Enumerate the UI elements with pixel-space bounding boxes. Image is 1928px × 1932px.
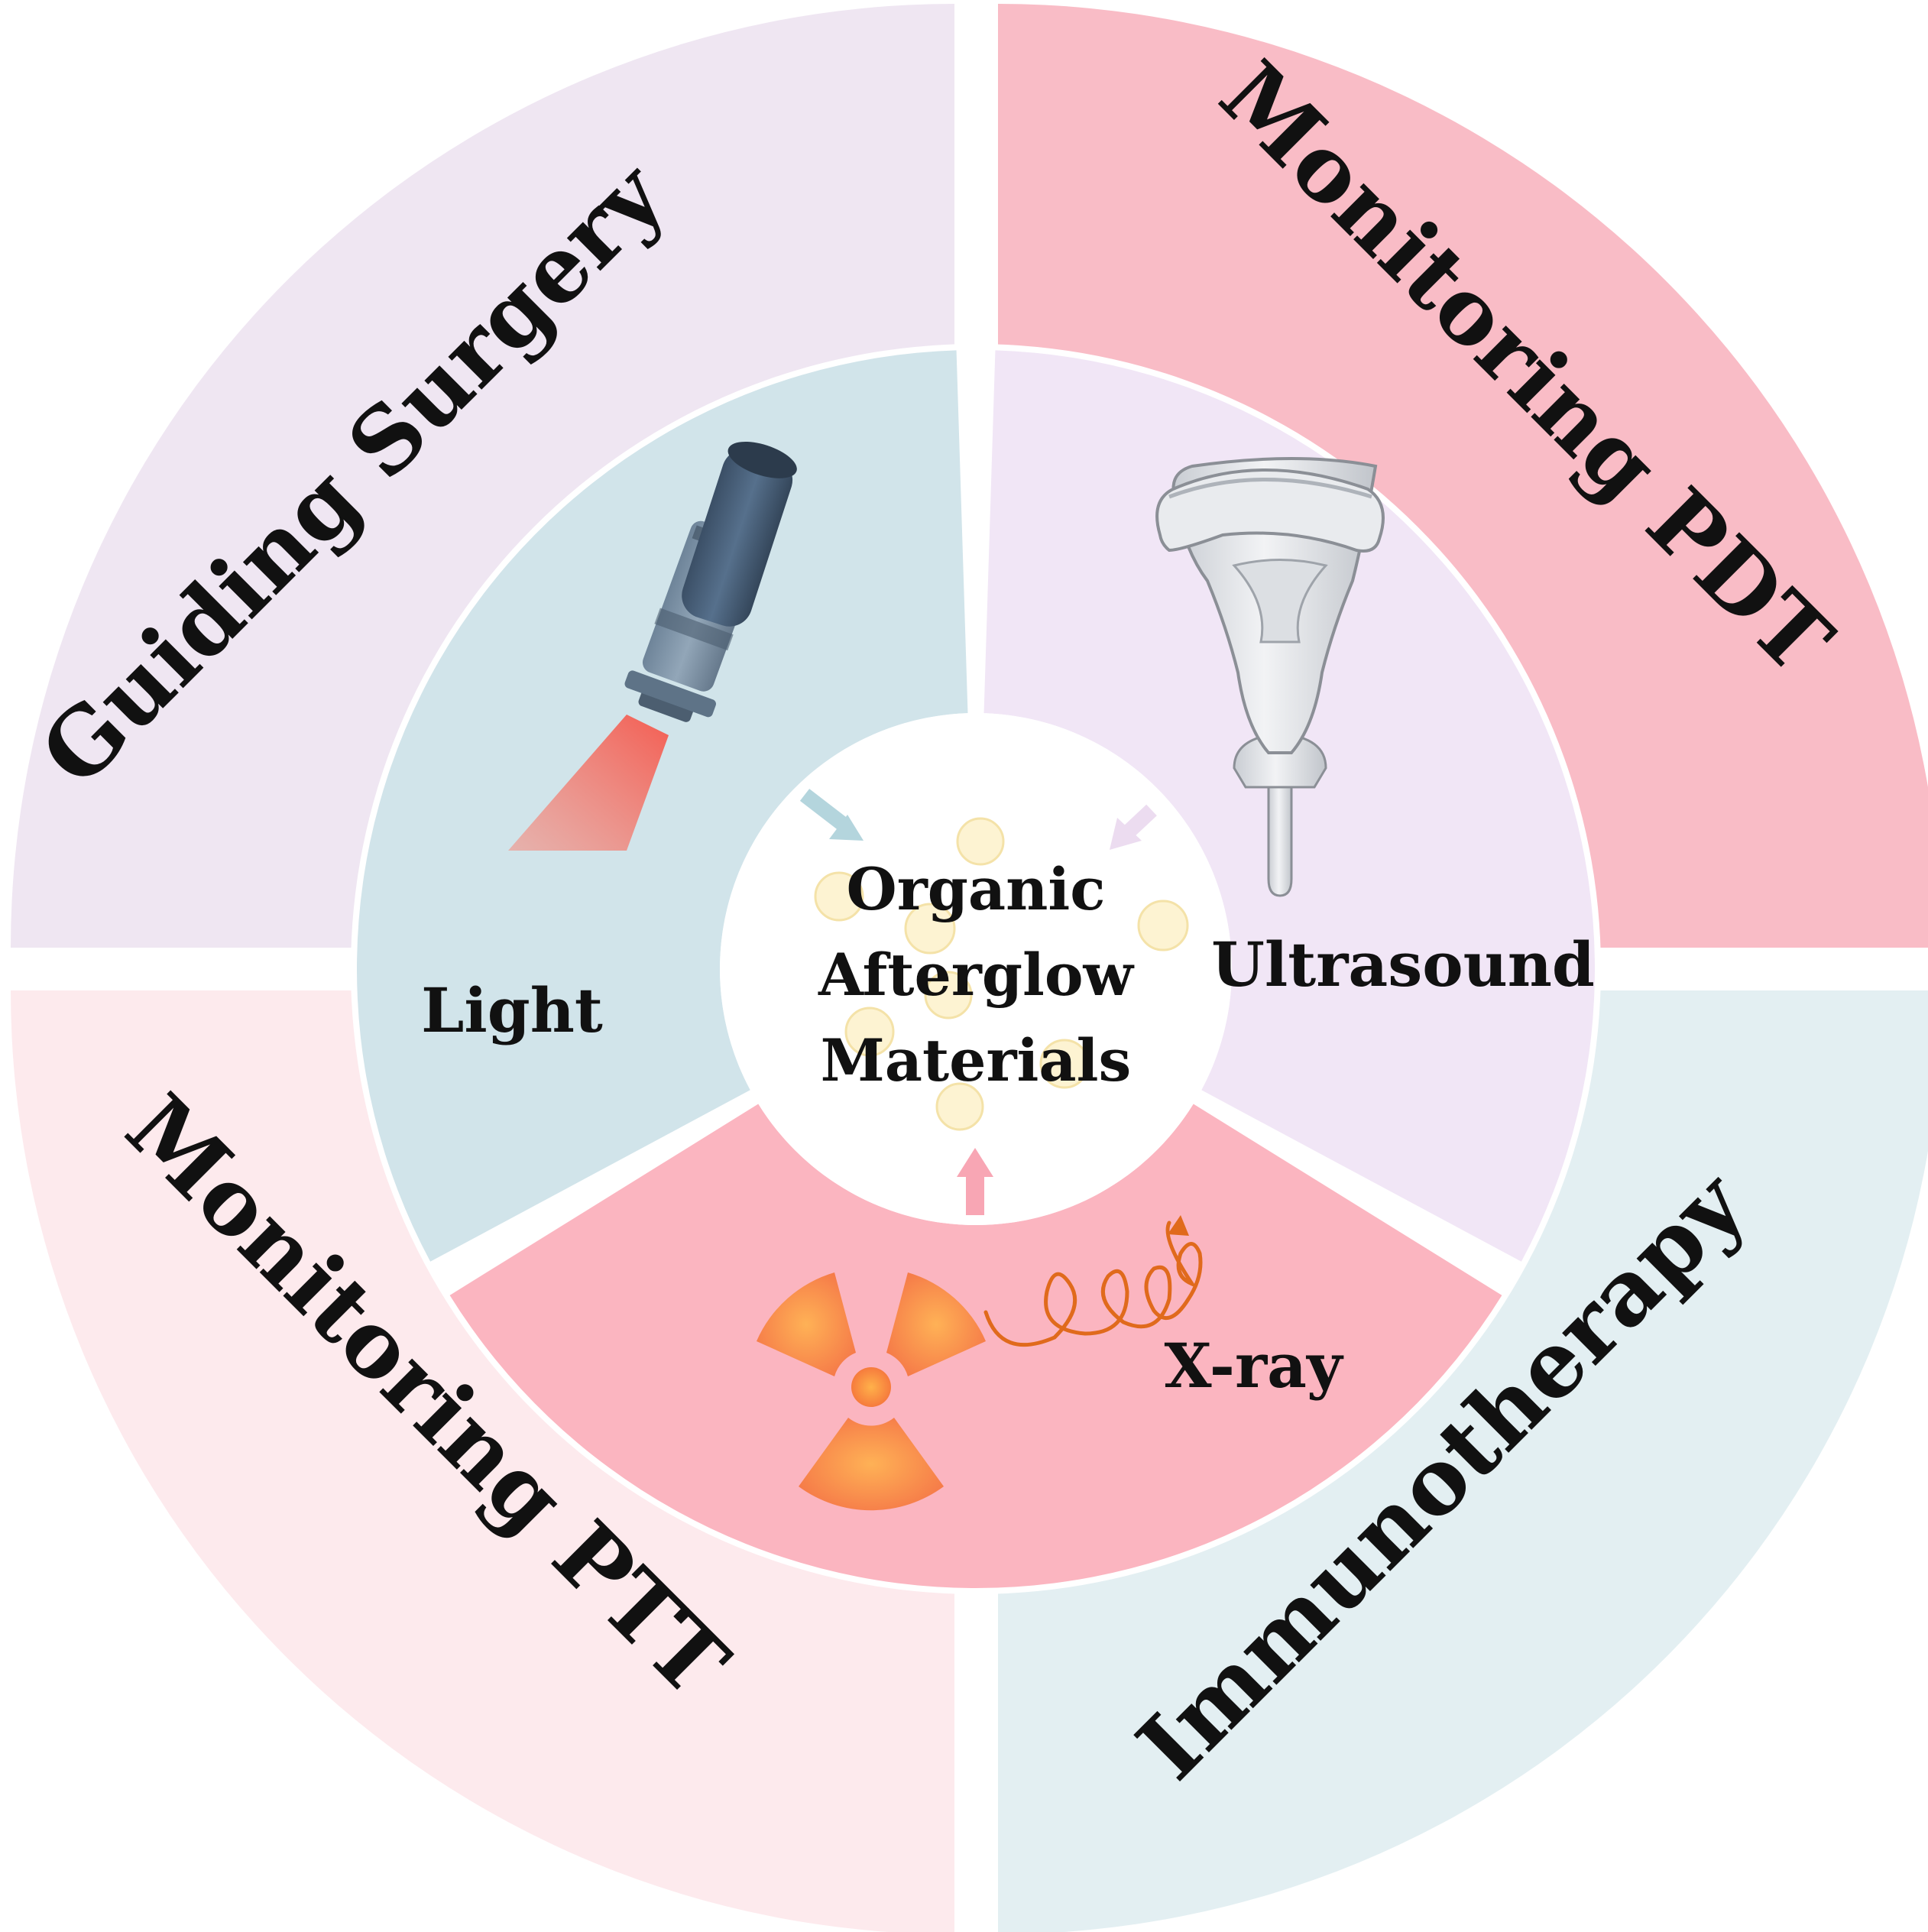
afterglow-particles — [814, 817, 1189, 1131]
center-title-line-2: Afterglow — [818, 941, 1135, 1009]
particle — [1137, 900, 1189, 951]
center-circle — [720, 713, 1232, 1225]
light-sector — [357, 350, 968, 1262]
label-ultrasound: Ultrasound — [1211, 929, 1595, 1000]
xray-arrow-icon — [957, 1148, 993, 1215]
particle — [935, 1082, 984, 1131]
xray-wave-icon — [983, 1215, 1203, 1347]
label-light: Light — [421, 974, 603, 1046]
ultrasound-probe-icon — [1155, 457, 1385, 897]
xray-sector — [449, 1104, 1502, 1588]
particle — [956, 817, 1005, 866]
particle — [814, 871, 864, 922]
ultrasound-arrow-icon — [1110, 804, 1157, 850]
particle — [904, 903, 956, 955]
particle — [844, 1007, 895, 1057]
label-xray: X-ray — [1165, 1330, 1344, 1402]
radiation-icon — [757, 1272, 986, 1511]
light-beam — [508, 715, 669, 851]
flashlight-icon — [508, 441, 797, 851]
particle — [924, 971, 973, 1019]
light-arrow-icon — [799, 789, 864, 841]
center-title-line-1: Organic — [846, 855, 1105, 923]
flashlight-body — [682, 449, 793, 627]
center-title-line-3: Materials — [821, 1026, 1132, 1094]
particle — [1039, 1039, 1090, 1089]
